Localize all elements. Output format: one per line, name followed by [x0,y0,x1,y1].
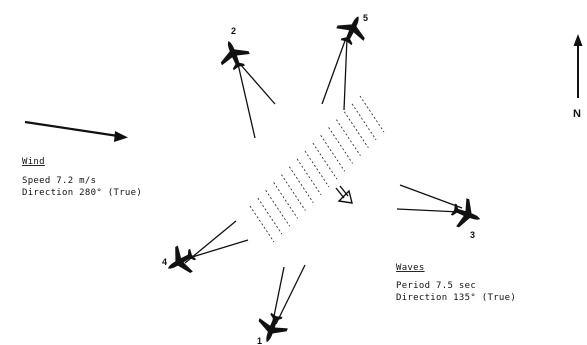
wave-stroke [258,198,282,234]
wave-stroke [344,112,368,148]
wave-stroke [266,190,290,226]
aircraft-1-label: 1 [257,336,262,345]
wave-stroke [297,159,321,195]
aircraft-3-label: 3 [470,230,475,240]
wind-direction: Direction 280° (True) [22,188,142,198]
waves-period: Period 7.5 sec [396,281,476,291]
wave-direction-arrow [336,186,352,203]
wind-speed: Speed 7.2 m/s [22,176,96,186]
aircraft-2-label: 2 [231,26,236,36]
wave-stroke [274,182,298,218]
wind-legend: Wind Speed 7.2 m/s Direction 280° (True) [22,157,142,198]
waves-title: Waves [396,263,425,273]
wave-stroke [321,135,345,171]
waves-direction: Direction 135° (True) [396,293,516,303]
wave-stroke [305,151,329,187]
north-label: N [573,108,581,120]
north-arrow: N [573,34,583,120]
waves-legend: Waves Period 7.5 sec Direction 135° (Tru… [396,263,516,303]
wave-field [250,96,384,242]
aircraft-1: 1 [253,265,305,345]
wave-stroke [329,127,353,163]
wave-stroke [352,104,376,140]
aircraft-2-icon [214,35,253,73]
wave-stroke [281,175,305,211]
aircraft-5: 5 [322,10,372,110]
aircraft-3-icon [448,195,486,233]
aircraft-4-label: 4 [162,257,167,267]
aircraft-5-label: 5 [363,13,368,23]
wave-stroke [313,143,337,179]
wave-stroke [336,120,360,156]
wind-arrow [25,122,128,142]
wave-stroke [289,167,313,203]
aircraft-3: 3 [397,185,485,240]
wave-stroke [250,206,274,242]
wave-stroke [360,96,384,132]
wind-title: Wind [22,157,45,167]
aircraft-2: 2 [214,26,275,138]
aircraft-4: 4 [161,221,248,281]
